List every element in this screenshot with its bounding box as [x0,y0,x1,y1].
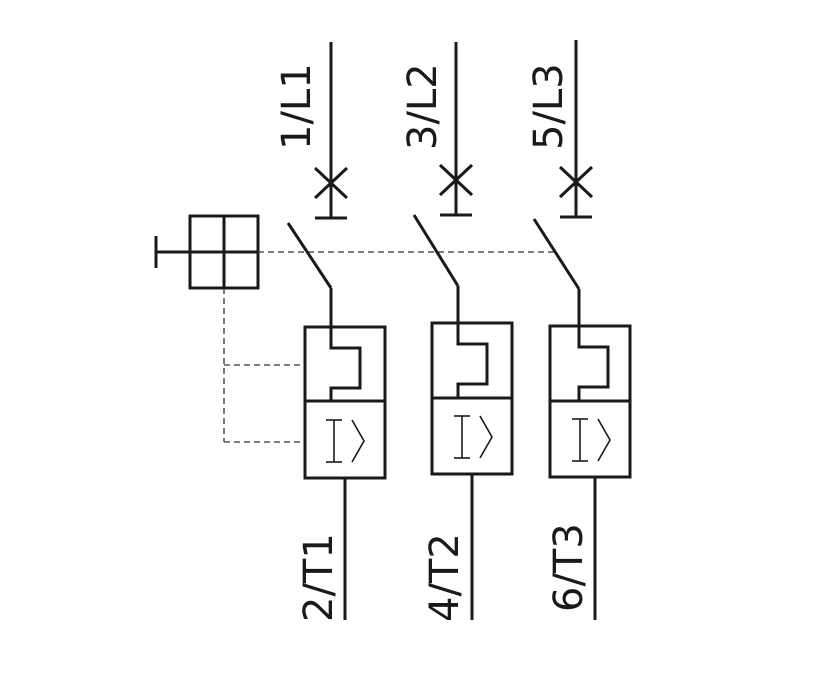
terminal-label-top: 1/L1 [274,63,320,150]
pole-3: 5/L3 6/T3 [526,40,632,620]
terminal-label-bottom: 4/T2 [422,533,468,622]
terminal-label-top: 3/L2 [400,63,446,150]
pole-2: 3/L2 4/T2 [400,42,514,622]
overcurrent-symbol [454,415,493,459]
pole-1: 1/L1 2/T1 [274,42,387,622]
overcurrent-symbol [572,418,611,462]
overcurrent-symbol [326,419,365,463]
terminal-label-top: 5/L3 [526,63,572,150]
terminal-label-bottom: 6/T3 [546,523,592,612]
manual-actuator [154,214,260,290]
terminal-label-bottom: 2/T1 [296,533,342,622]
mechanical-linkage [223,251,556,443]
